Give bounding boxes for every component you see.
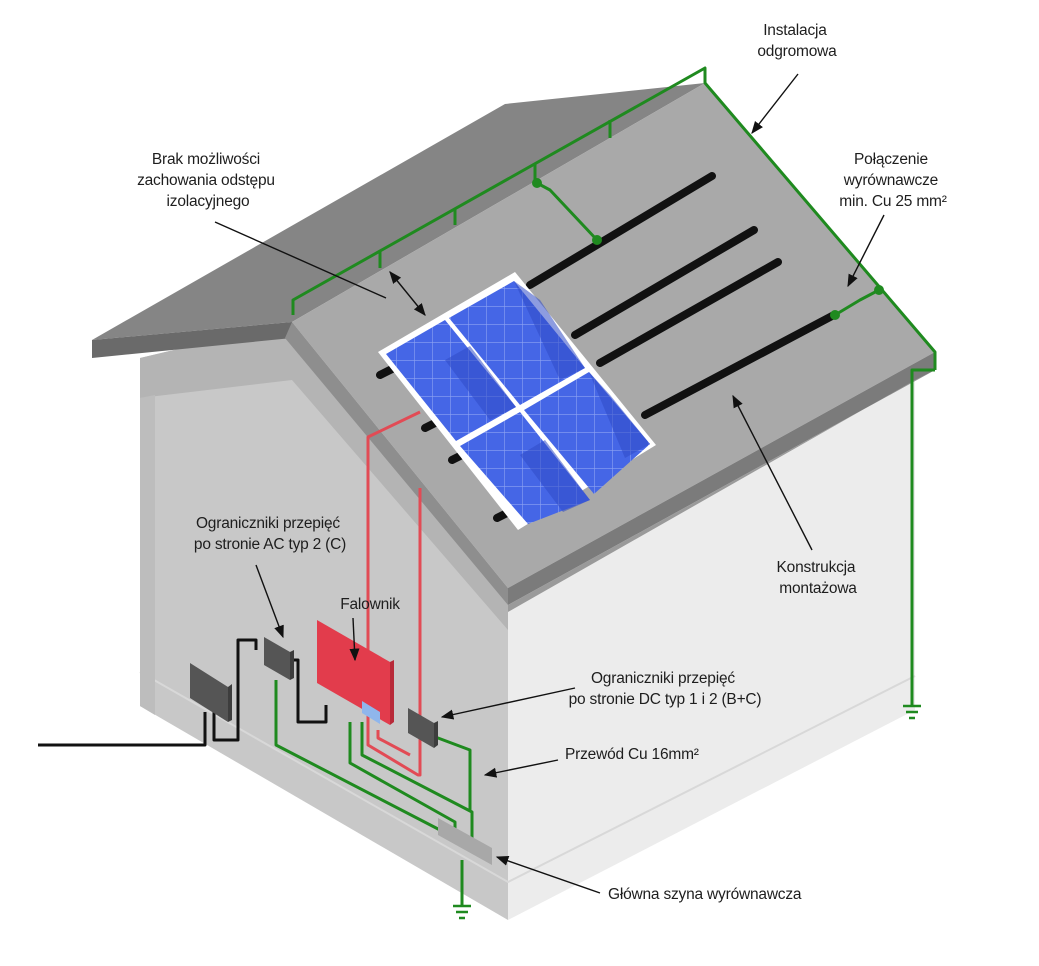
inverter-display bbox=[362, 701, 380, 724]
arrow-pointer-icon bbox=[255, 564, 284, 639]
ground-symbol-icon bbox=[453, 904, 471, 920]
bond-point-3 bbox=[874, 285, 884, 295]
arrow-pointer-icon bbox=[214, 221, 387, 299]
rail-1 bbox=[526, 172, 716, 289]
left-wall bbox=[140, 322, 508, 920]
arrow-pointer-icon bbox=[349, 617, 360, 662]
arrow-pointer-icon bbox=[483, 759, 559, 778]
main-equipotential-bar bbox=[438, 818, 492, 865]
roof-back-slope bbox=[92, 83, 705, 340]
label-mounting: Konstrukcja montażowa bbox=[777, 559, 860, 597]
arrow-pointer-icon bbox=[440, 687, 576, 720]
right-wall bbox=[508, 378, 915, 920]
solar-array bbox=[378, 272, 656, 530]
ac-spd-box bbox=[264, 637, 290, 680]
ground-symbol-icon bbox=[903, 704, 921, 720]
label-lightning: Instalacja odgromowa bbox=[757, 22, 837, 60]
dc-spd-box bbox=[408, 708, 434, 748]
rail-3 bbox=[596, 258, 782, 367]
main-meter-box bbox=[190, 663, 228, 722]
label-equipotential: Połączenie wyrównawcze min. Cu 25 mm² bbox=[839, 151, 946, 210]
label-dc-spd: Ograniczniki przepięć po stronie DC typ … bbox=[569, 670, 762, 708]
rail-2 bbox=[571, 226, 758, 339]
label-ac-spd: Ograniczniki przepięć po stronie AC typ … bbox=[194, 515, 346, 553]
lightning-protection bbox=[291, 66, 937, 720]
solar-panel-4 bbox=[524, 372, 650, 494]
label-no-gap: Brak możliwości zachowania odstępu izola… bbox=[137, 151, 279, 210]
label-main-bar: Główna szyna wyrównawcza bbox=[608, 886, 802, 903]
arrow-pointer-icon bbox=[751, 73, 799, 134]
labels: Instalacja odgromowa Brak możliwości zac… bbox=[137, 22, 947, 903]
devices bbox=[190, 620, 492, 865]
arrow-pointer-icon bbox=[847, 214, 885, 288]
bond-point-1 bbox=[532, 178, 542, 188]
electrical-wiring bbox=[38, 410, 474, 920]
arrow-pointer-icon bbox=[389, 271, 426, 316]
annotation-arrows bbox=[214, 73, 885, 894]
bond-point-4 bbox=[830, 310, 840, 320]
label-inverter: Falownik bbox=[340, 596, 400, 613]
solar-panel-2 bbox=[449, 281, 585, 405]
mounting-rails bbox=[376, 172, 836, 522]
arrow-pointer-icon bbox=[732, 394, 813, 551]
inverter-box bbox=[317, 620, 390, 725]
arrow-pointer-icon bbox=[495, 855, 601, 894]
label-cu-wire: Przewód Cu 16mm² bbox=[565, 746, 699, 763]
rail-4 bbox=[641, 312, 836, 419]
bond-point-2 bbox=[592, 235, 602, 245]
